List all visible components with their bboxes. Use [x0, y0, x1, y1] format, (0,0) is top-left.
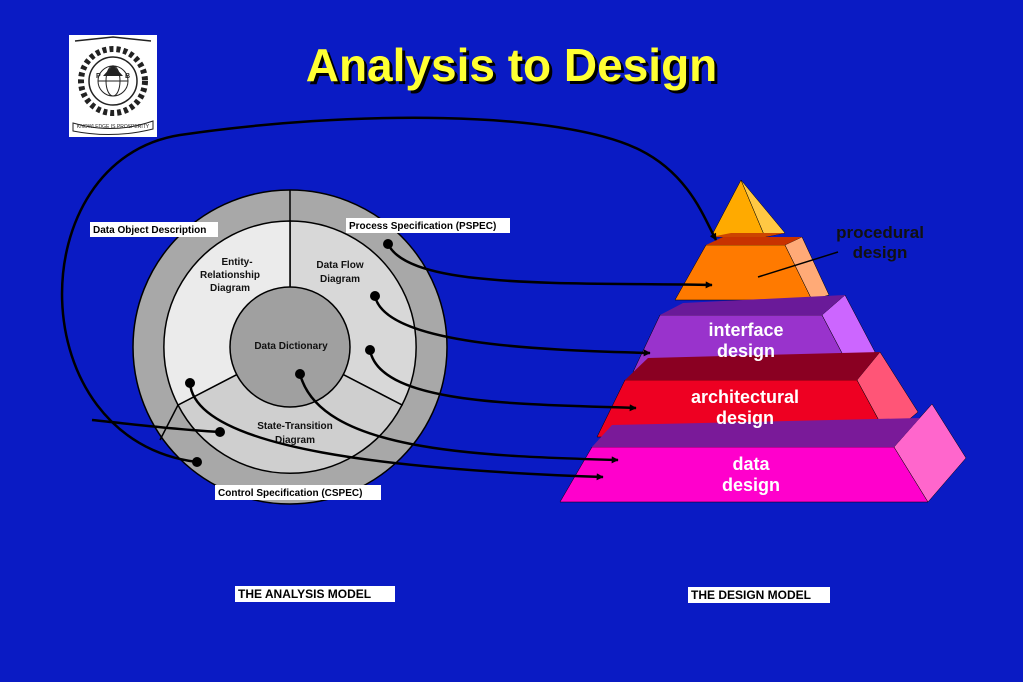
connector-dots [185, 239, 393, 467]
dfd-label-line1: Data Flow [316, 260, 363, 271]
std-label-line2: Diagram [275, 435, 315, 446]
design-model-caption: THE DESIGN MODEL [688, 587, 830, 603]
procedural-tier-band [706, 237, 802, 245]
er-diagram-label-line3: Diagram [210, 283, 250, 294]
svg-text:Control Specification (CSPEC): Control Specification (CSPEC) [218, 488, 362, 499]
arrow-std-to-architectural [368, 349, 637, 412]
std-dot [365, 345, 375, 355]
interface-tier-band [660, 295, 845, 315]
analysis-model-caption: THE ANALYSIS MODEL [235, 586, 395, 602]
college-logo: P B KNOWLEDGE IS PROSPERITY [69, 35, 157, 137]
data-object-dot [215, 427, 225, 437]
architectural-design-label-line2: design [716, 408, 774, 428]
cspec-dot [192, 457, 202, 467]
procedural-design-label-line1: procedural [836, 223, 924, 242]
data-object-description-label: Data Object Description [90, 222, 218, 237]
svg-text:THE ANALYSIS MODEL: THE ANALYSIS MODEL [238, 587, 371, 601]
outer-divider [159, 404, 179, 441]
erd-dot [185, 378, 195, 388]
svg-text:Data Object Description: Data Object Description [93, 225, 206, 236]
pspec-dot [383, 239, 393, 249]
arrow-cspec-to-procedural [60, 116, 718, 464]
procedural-design-pointer [757, 251, 839, 278]
dfd-dot [370, 291, 380, 301]
process-specification-label: Process Specification (PSPEC) [346, 218, 510, 233]
data-tier-band [592, 418, 920, 447]
data-design-label-line1: data [732, 454, 770, 474]
college-emblem-icon: P B KNOWLEDGE IS PROSPERITY [69, 35, 157, 137]
arrow-pspec-to-procedural [386, 243, 713, 289]
arrow-dictionary-to-data [298, 373, 619, 464]
dfd-label-line2: Diagram [320, 274, 360, 285]
control-specification-label: Control Specification (CSPEC) [215, 485, 381, 500]
arrow-dfd-to-interface [373, 295, 651, 357]
pyramid-top-band [711, 233, 785, 237]
slide-title: Analysis to Design [305, 39, 718, 91]
logo-letter-left: P [96, 73, 101, 80]
logo-letter-right: B [125, 73, 130, 80]
data-dictionary-core [229, 286, 351, 408]
analysis-model-diagram: Entity- Relationship Diagram Data Flow D… [132, 189, 448, 505]
data-dictionary-label: Data Dictionary [254, 341, 328, 352]
svg-text:THE DESIGN MODEL: THE DESIGN MODEL [691, 588, 811, 602]
data-dictionary-dot [295, 369, 305, 379]
er-diagram-label-line1: Entity- [221, 257, 252, 268]
connector-arrows [60, 116, 718, 481]
architectural-design-label-line1: architectural [691, 387, 799, 407]
arrow-erd-to-data [188, 382, 604, 481]
interface-design-label-line2: design [717, 341, 775, 361]
interface-design-label-line1: interface [708, 320, 783, 340]
er-diagram-label-line2: Relationship [200, 270, 260, 281]
svg-text:Process Specification (PSPEC): Process Specification (PSPEC) [349, 221, 496, 232]
state-transition-segment [176, 346, 404, 475]
design-pyramid: interface design architectural design da… [559, 179, 967, 503]
std-label-line1: State-Transition [257, 421, 333, 432]
data-design-label-line2: design [722, 475, 780, 495]
procedural-design-label-line2: design [853, 243, 908, 262]
connector-data-object [91, 418, 221, 434]
logo-motto: KNOWLEDGE IS PROSPERITY [77, 124, 150, 130]
architectural-tier-band [625, 352, 880, 380]
